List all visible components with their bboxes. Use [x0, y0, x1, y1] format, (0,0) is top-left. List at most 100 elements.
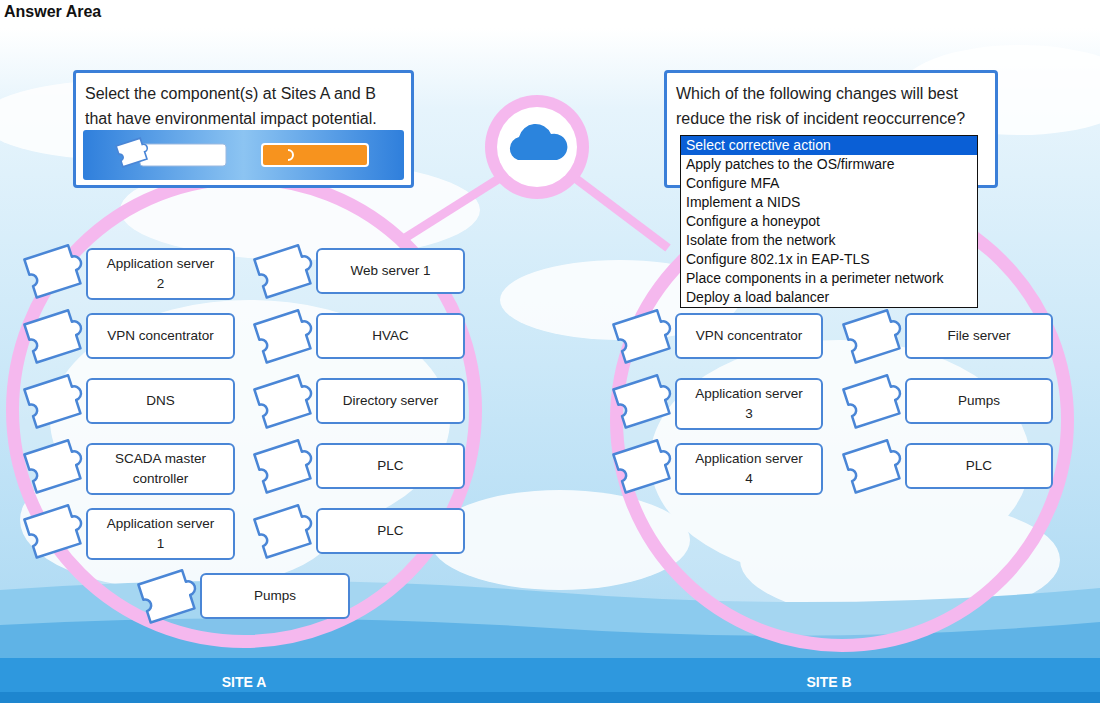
puzzle-shape [843, 438, 906, 492]
header-band [0, 0, 1100, 28]
puzzle-icon [256, 505, 322, 561]
filled-slot [262, 144, 368, 166]
puzzle-icon [615, 440, 681, 496]
empty-slot [140, 144, 226, 166]
puzzle-icon [26, 245, 92, 301]
puzzle-icon [256, 440, 322, 496]
dropdown-option: Place components in a perimeter network [681, 269, 977, 288]
dropdown-option: Configure 802.1x in EAP-TLS [681, 250, 977, 269]
water-band [0, 692, 1100, 703]
puzzle-icon [26, 440, 92, 496]
cloud-icon [510, 124, 567, 160]
component-label: Application server 3 [677, 384, 821, 424]
component-tile: Pumps [200, 573, 350, 619]
link-line [575, 178, 668, 248]
component-label: VPN concentrator [91, 326, 230, 346]
puzzle-icon [256, 375, 322, 431]
component-label: Pumps [238, 586, 312, 606]
site-label: SITE B [806, 674, 851, 690]
question-text: Which of the following changes will best… [667, 73, 995, 139]
puzzle-shape [24, 243, 87, 297]
puzzle-icon [845, 310, 911, 366]
component-tile: PLC [316, 508, 465, 554]
puzzle-icon [26, 505, 92, 561]
dropdown-option: Configure MFA [681, 174, 977, 193]
puzzle-shape [843, 373, 906, 427]
puzzle-shape [254, 373, 317, 427]
component-label: PLC [361, 456, 419, 476]
puzzle-shape [254, 503, 317, 557]
component-tile: Application server 4 [675, 443, 823, 495]
puzzle-icon [116, 137, 151, 167]
component-tile: SCADA master controller [86, 443, 235, 495]
component-tile: PLC [905, 443, 1053, 489]
site-label: SITE A [222, 674, 267, 690]
component-label: Application server 2 [88, 254, 233, 294]
component-label: DNS [130, 391, 191, 411]
component-label: Pumps [942, 391, 1016, 411]
dropdown-option: Configure a honeypot [681, 212, 977, 231]
component-label: PLC [361, 521, 419, 541]
component-label: Directory server [327, 391, 454, 411]
puzzle-icon [256, 310, 322, 366]
puzzle-icon [845, 440, 911, 496]
puzzle-shape [24, 503, 87, 557]
puzzle-shape [24, 308, 87, 362]
question-text: Select the component(s) at Sites A and B… [76, 73, 411, 139]
puzzle-shape [24, 438, 87, 492]
puzzle-icon [615, 310, 681, 366]
component-tile: Application server 2 [86, 248, 235, 300]
puzzle-icon [26, 310, 92, 366]
puzzle-shape [843, 308, 906, 362]
water-band [0, 658, 1100, 703]
component-tile: Application server 1 [86, 508, 235, 560]
component-tile: Application server 3 [675, 378, 823, 430]
puzzle-shape [254, 438, 317, 492]
page-title: Answer Area [4, 3, 101, 21]
component-label: Web server 1 [334, 261, 446, 281]
site-circle: SITE AApplication server 2Web server 1VP… [6, 172, 482, 648]
link-line [405, 178, 500, 238]
puzzle-icon [615, 375, 681, 431]
component-label: HVAC [356, 326, 425, 346]
component-tile: HVAC [316, 313, 465, 359]
dropdown-option: Select corrective action [681, 136, 977, 155]
component-label: PLC [950, 456, 1008, 476]
component-tile: VPN concentrator [675, 313, 823, 359]
puzzle-shape [138, 568, 201, 622]
answer-slot-bar [83, 130, 404, 180]
component-tile: DNS [86, 378, 235, 424]
cloud-hub [485, 95, 589, 199]
puzzle-icon [845, 375, 911, 431]
puzzle-shape [613, 438, 676, 492]
dropdown-option: Deploy a load balancer [681, 288, 977, 307]
puzzle-icon [26, 375, 92, 431]
slot-notch [288, 150, 293, 160]
puzzle-shape [613, 308, 676, 362]
component-label: File server [931, 326, 1026, 346]
slot-bar [83, 130, 404, 180]
component-label: SCADA master controller [88, 449, 233, 489]
puzzle-icon [140, 570, 206, 626]
sky [0, 28, 1100, 703]
puzzle-shape [613, 373, 676, 427]
component-label: VPN concentrator [680, 326, 819, 346]
component-tile: PLC [316, 443, 465, 489]
dropdown-list: Select corrective actionApply patches to… [680, 135, 978, 308]
puzzle-icon [256, 245, 322, 301]
puzzle-shape [254, 308, 317, 362]
component-label: Application server 4 [677, 449, 821, 489]
cloud-hub-inner [497, 107, 577, 187]
dropdown-option: Apply patches to the OS/firmware [681, 155, 977, 174]
component-tile: File server [905, 313, 1053, 359]
component-tile: Directory server [316, 378, 465, 424]
component-tile: VPN concentrator [86, 313, 235, 359]
component-tile: Web server 1 [316, 248, 465, 294]
dropdown-option: Isolate from the network [681, 231, 977, 250]
component-label: Application server 1 [88, 514, 233, 554]
dropdown-option: Implement a NIDS [681, 193, 977, 212]
puzzle-shape [254, 243, 317, 297]
puzzle-shape [24, 373, 87, 427]
question-panel: Select the component(s) at Sites A and B… [73, 70, 414, 188]
component-tile: Pumps [905, 378, 1053, 424]
